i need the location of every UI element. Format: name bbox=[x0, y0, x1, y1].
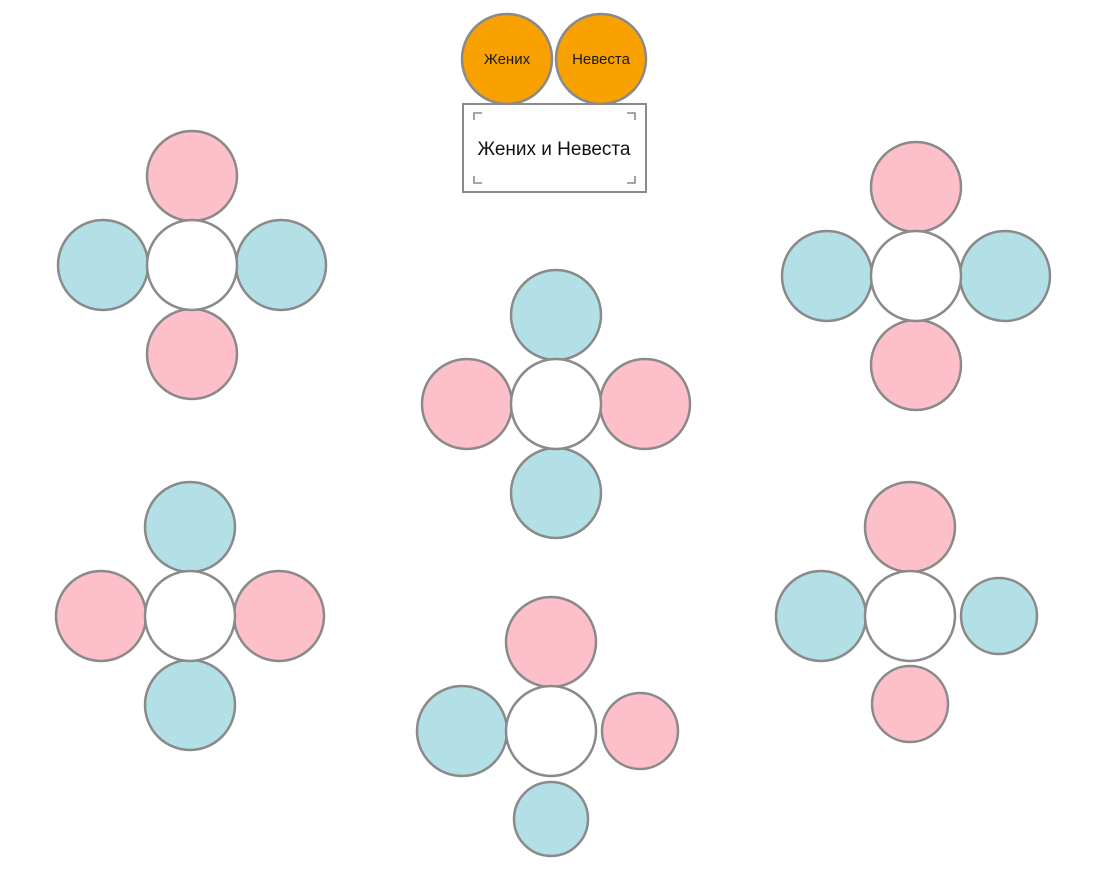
table-5 bbox=[415, 595, 680, 858]
table-3 bbox=[420, 268, 692, 540]
corner-mark-top-right bbox=[627, 112, 636, 120]
seat-top[interactable] bbox=[869, 140, 963, 234]
seat-right[interactable] bbox=[958, 229, 1052, 323]
table-2 bbox=[780, 140, 1052, 412]
seat-left[interactable] bbox=[774, 569, 868, 663]
seat-left[interactable] bbox=[415, 684, 509, 778]
seat-left[interactable] bbox=[420, 357, 514, 451]
corner-mark-top-left bbox=[473, 112, 482, 120]
seat-right[interactable] bbox=[598, 357, 692, 451]
table-center[interactable] bbox=[863, 569, 957, 663]
couple-seats: Жених Невеста bbox=[460, 12, 648, 106]
table-center[interactable] bbox=[143, 569, 237, 663]
seat-left[interactable] bbox=[56, 218, 150, 312]
seat-top[interactable] bbox=[143, 480, 237, 574]
seat-left[interactable] bbox=[780, 229, 874, 323]
seat-right[interactable] bbox=[600, 691, 680, 771]
groom-label: Жених bbox=[484, 51, 531, 68]
head-table-box bbox=[462, 103, 647, 193]
seat-top[interactable] bbox=[504, 595, 598, 689]
bride-label: Невеста bbox=[572, 51, 631, 68]
table-6 bbox=[774, 480, 1039, 744]
table-center[interactable] bbox=[145, 218, 239, 312]
seat-left[interactable] bbox=[54, 569, 148, 663]
seat-bottom[interactable] bbox=[869, 318, 963, 412]
seat-right[interactable] bbox=[959, 576, 1039, 656]
seat-top[interactable] bbox=[145, 129, 239, 223]
table-4 bbox=[54, 480, 326, 752]
head-table-label: Жених и Невеста bbox=[478, 139, 631, 160]
seat-right[interactable] bbox=[234, 218, 328, 312]
seat-bottom[interactable] bbox=[145, 307, 239, 401]
seat-bottom[interactable] bbox=[512, 780, 590, 858]
corner-mark-bottom-right bbox=[627, 176, 636, 184]
seat-top[interactable] bbox=[863, 480, 957, 574]
table-center[interactable] bbox=[504, 684, 598, 778]
table-center[interactable] bbox=[869, 229, 963, 323]
guest-tables bbox=[54, 129, 1052, 858]
seat-bottom[interactable] bbox=[143, 658, 237, 752]
seat-bottom[interactable] bbox=[509, 446, 603, 540]
seat-right[interactable] bbox=[232, 569, 326, 663]
head-table[interactable]: Жених и Невеста bbox=[462, 103, 647, 193]
corner-mark-bottom-left bbox=[473, 176, 482, 184]
table-center[interactable] bbox=[509, 357, 603, 451]
table-1 bbox=[56, 129, 328, 401]
seat-top[interactable] bbox=[509, 268, 603, 362]
seat-bottom[interactable] bbox=[870, 664, 950, 744]
